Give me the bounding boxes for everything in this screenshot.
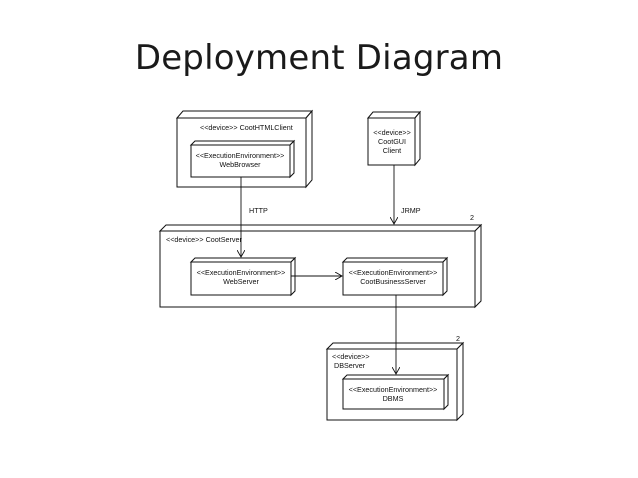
web-server-name: WebServer (223, 277, 259, 286)
web-browser-stereotype: <<ExecutionEnvironment>> (196, 151, 285, 160)
dbms-name: DBMS (383, 394, 404, 403)
slide-title: Deployment Diagram (134, 38, 504, 78)
gui-client-name: CootGUI (378, 137, 406, 146)
web-browser-name: WebBrowser (219, 160, 261, 169)
node-web-browser: <<ExecutionEnvironment>> WebBrowser (189, 139, 296, 179)
server-multiplicity: 2 (470, 213, 474, 222)
connector-jrmp-label: JRMP (401, 206, 421, 215)
node-coot-business-server: <<ExecutionEnvironment>> CootBusinessSer… (341, 256, 449, 297)
node-web-server: <<ExecutionEnvironment>> WebServer (189, 256, 297, 297)
gui-client-stereotype: <<device>> (373, 128, 411, 137)
db-multiplicity: 2 (456, 334, 460, 343)
db-server-stereotype: <<device>> (332, 352, 370, 361)
gui-client-name-2: Client (383, 146, 401, 155)
node-coot-gui-client: <<device>> CootGUI Client (366, 110, 422, 167)
coot-server-label: <<device>> CootServer (166, 235, 243, 244)
db-server-name: DBServer (334, 361, 366, 370)
node-dbms: <<ExecutionEnvironment>> DBMS (341, 373, 450, 411)
connector-http-label: HTTP (249, 206, 268, 215)
web-server-stereotype: <<ExecutionEnvironment>> (197, 268, 286, 277)
business-server-name: CootBusinessServer (360, 277, 426, 286)
dbms-stereotype: <<ExecutionEnvironment>> (349, 385, 438, 394)
business-server-stereotype: <<ExecutionEnvironment>> (349, 268, 438, 277)
html-client-label: <<device>> CootHTMLClient (200, 123, 293, 132)
